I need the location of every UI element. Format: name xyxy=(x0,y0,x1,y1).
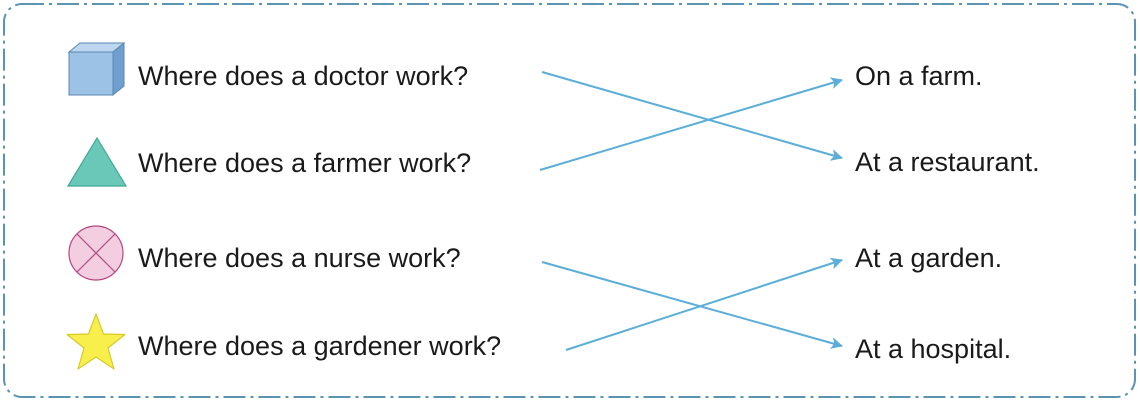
answer-farm: On a farm. xyxy=(855,61,983,91)
arrow-farmer-to-farm xyxy=(539,77,843,171)
question-nurse: Where does a nurse work? xyxy=(138,243,461,273)
triangle-icon xyxy=(66,136,128,187)
answer-restaurant: At a restaurant. xyxy=(855,147,1040,177)
frame-border xyxy=(3,3,1136,398)
answer-garden: At a garden. xyxy=(855,243,1003,273)
question-farmer: Where does a farmer work? xyxy=(138,148,472,178)
question-doctor: Where does a doctor work? xyxy=(138,61,469,91)
arrow-gardener-to-garden xyxy=(565,257,843,351)
crossed-circle-icon xyxy=(68,225,124,281)
answer-hospital: At a hospital. xyxy=(855,334,1012,364)
star-icon xyxy=(66,313,126,370)
arrow-nurse-to-hospital xyxy=(541,261,843,349)
cube-icon xyxy=(67,41,126,97)
question-gardener: Where does a gardener work? xyxy=(138,331,502,361)
arrow-doctor-to-restaurant xyxy=(541,71,843,161)
